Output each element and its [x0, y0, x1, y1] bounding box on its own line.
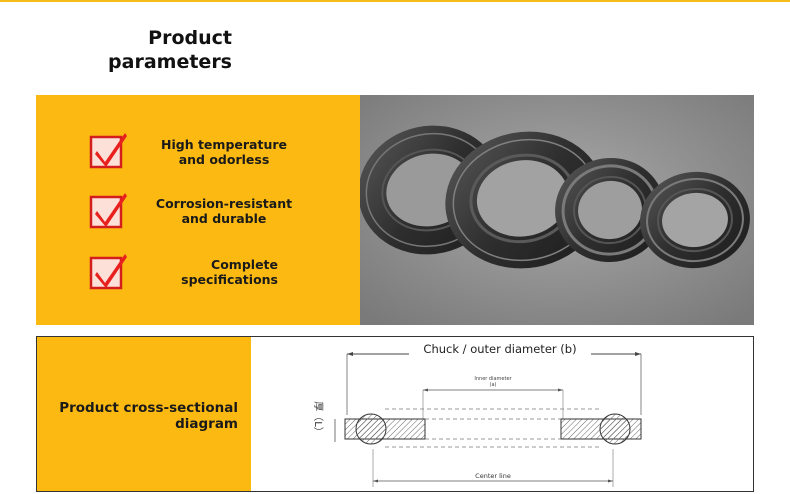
feature-item: Corrosion-resistant and durable [36, 189, 360, 229]
feature-text: Complete specifications [136, 257, 278, 287]
top-accent-line [0, 0, 790, 2]
checkbox-checked-icon [89, 133, 127, 169]
feature-text-line: and durable [181, 211, 267, 226]
feature-text: Corrosion-resistant and durable [136, 196, 312, 226]
feature-text-line: and odorless [178, 152, 270, 167]
gasket-ring-4 [640, 171, 750, 269]
section-title-line2: parameters [108, 51, 232, 73]
cross-section-label-line: diagram [175, 416, 238, 432]
section-title: Product parameters [90, 26, 232, 74]
section-title-line1: Product [148, 27, 232, 49]
left-gasket-section [344, 413, 426, 445]
feature-item: High temperature and odorless [36, 129, 360, 169]
right-gasket-section [560, 413, 642, 445]
inner-diameter-symbol: (a) [490, 382, 497, 388]
feature-text-line: Complete [211, 257, 278, 272]
feature-item: Complete specifications [36, 250, 360, 290]
checkbox-checked-icon [89, 254, 127, 290]
feature-text: High temperature and odorless [136, 137, 312, 167]
cross-section-diagram: Chuck / outer diameter (b) Inner diamete… [312, 341, 642, 487]
feature-panel: High temperature and odorless Corrosion-… [36, 95, 360, 325]
feature-text-line: specifications [181, 272, 278, 287]
cross-section-label-line: Product cross-sectional [59, 400, 238, 416]
thickness-label: 厚（L） [312, 401, 324, 437]
feature-text-line: High temperature [161, 137, 287, 152]
feature-text-line: Corrosion-resistant [155, 196, 293, 211]
product-photo [360, 95, 754, 325]
outer-diameter-label: Chuck / outer diameter (b) [423, 342, 576, 356]
center-line-label: Center line [475, 472, 511, 480]
checkbox-checked-icon [89, 193, 127, 229]
cross-section-panel: Product cross-sectional diagram Chuck / … [36, 336, 754, 492]
cross-section-label: Product cross-sectional diagram [37, 400, 238, 432]
cross-section-label-box: Product cross-sectional diagram [37, 337, 251, 491]
inner-diameter-label: Inner diameter [474, 376, 512, 382]
